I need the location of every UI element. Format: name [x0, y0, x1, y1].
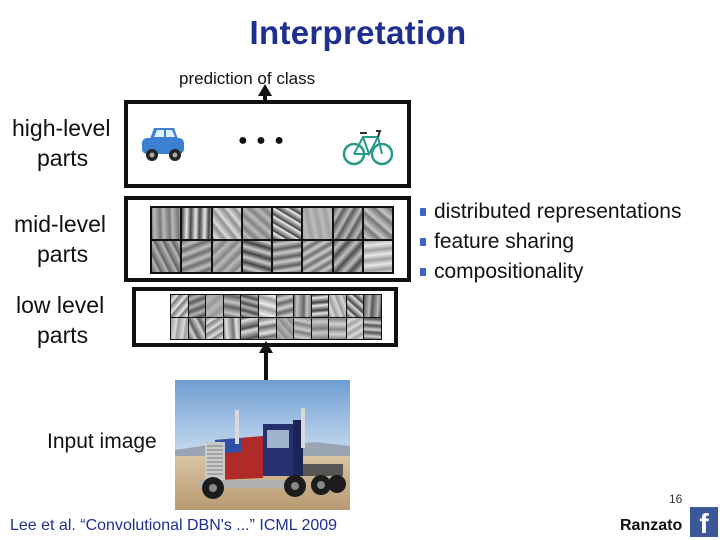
filter-thumbnail	[363, 241, 392, 272]
filter-thumbnail	[329, 295, 346, 317]
filter-thumbnail	[241, 295, 258, 317]
bullet-item: distributed representations	[420, 197, 681, 227]
filter-thumbnail	[333, 241, 362, 272]
filter-thumbnail	[188, 295, 206, 317]
bullet-item: feature sharing	[420, 227, 681, 257]
high-level-box: ● ● ●	[124, 100, 411, 188]
filter-thumbnail	[258, 317, 276, 339]
filter-thumbnail	[258, 295, 276, 317]
filter-thumbnail	[182, 208, 211, 239]
page-number: 16	[669, 492, 683, 506]
bullet-text: feature sharing	[434, 230, 575, 253]
filter-thumbnail	[212, 208, 241, 239]
filter-thumbnail	[363, 208, 392, 239]
filter-thumbnail	[223, 295, 241, 317]
filter-thumbnail	[152, 208, 181, 239]
filter-thumbnail	[346, 295, 364, 317]
mid-level-box	[124, 196, 411, 282]
bullet-marker-icon	[420, 268, 426, 276]
filter-thumbnail	[364, 317, 381, 339]
filter-thumbnail	[311, 295, 329, 317]
filter-thumbnail	[273, 208, 302, 239]
filter-thumbnail	[294, 295, 311, 317]
filter-thumbnail	[273, 241, 302, 272]
filter-thumbnail	[294, 317, 311, 339]
filter-thumbnail	[206, 295, 223, 317]
level-label-line: parts	[37, 322, 89, 348]
filter-thumbnail	[333, 208, 362, 239]
filter-thumbnail	[276, 317, 294, 339]
bicycle-icon	[342, 130, 394, 166]
level-label-line: low level	[16, 292, 105, 318]
filter-thumbnail	[188, 317, 206, 339]
filter-thumbnail	[329, 317, 346, 339]
facebook-logo-icon: f	[690, 507, 718, 537]
slide-title: Interpretation	[249, 14, 467, 51]
mid-level-filters	[150, 206, 394, 274]
filter-thumbnail	[171, 295, 188, 317]
low-level-box	[132, 287, 398, 347]
filter-thumbnail	[311, 317, 329, 339]
level-label-line: parts	[37, 145, 89, 171]
input-arrow	[259, 341, 273, 381]
filter-thumbnail	[242, 208, 271, 239]
car-icon	[142, 128, 184, 161]
filter-thumbnail	[223, 317, 241, 339]
mid-level-label: mid-level parts	[14, 209, 106, 269]
bullet-marker-icon	[420, 238, 426, 246]
filter-thumbnail	[171, 317, 188, 339]
bullet-text: distributed representations	[434, 200, 682, 223]
author-name: Ranzato	[620, 517, 683, 534]
high-level-label: high-level parts	[12, 113, 110, 173]
filter-thumbnail	[182, 241, 211, 272]
filter-thumbnail	[241, 317, 258, 339]
level-label-line: high-level	[12, 115, 111, 141]
truck-image	[175, 380, 350, 510]
low-level-filters	[170, 294, 382, 340]
low-level-label: low level parts	[16, 290, 104, 350]
level-label-line: mid-level	[14, 211, 107, 237]
bullet-list: distributed representations feature shar…	[420, 197, 681, 287]
filter-thumbnail	[212, 241, 241, 272]
filter-thumbnail	[346, 317, 364, 339]
filter-thumbnail	[364, 295, 381, 317]
filter-thumbnail	[303, 241, 332, 272]
filter-thumbnail	[242, 241, 271, 272]
filter-thumbnail	[276, 295, 294, 317]
filter-thumbnail	[152, 241, 181, 272]
citation-footnote: Lee et al. “Convolutional DBN's ...” ICM…	[10, 517, 338, 534]
level-label-line: parts	[37, 241, 89, 267]
ellipsis: ● ● ●	[238, 132, 286, 149]
prediction-label: prediction of class	[179, 69, 316, 88]
bullet-marker-icon	[420, 208, 426, 216]
bullet-item: compositionality	[420, 257, 681, 287]
filter-thumbnail	[303, 208, 332, 239]
input-image-label: Input image	[47, 430, 157, 453]
bullet-text: compositionality	[434, 260, 584, 283]
filter-thumbnail	[206, 317, 223, 339]
